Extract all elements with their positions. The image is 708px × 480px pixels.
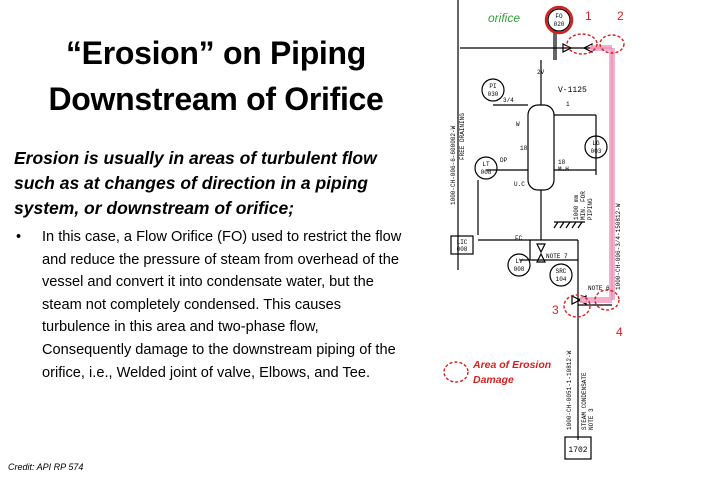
lead-paragraph: Erosion is usually in areas of turbulent… xyxy=(14,148,377,218)
three-quarter-label: 3/4 xyxy=(503,97,514,104)
erosion-cloud-1 xyxy=(566,33,598,55)
line-bottom-label-3: NOTE 3 xyxy=(588,408,595,430)
lt-instrument xyxy=(474,156,498,180)
one-label: 1 xyxy=(566,101,570,108)
line-bottom-label-2: STEAM CONDENSATE xyxy=(581,372,588,430)
title-line-1: “Erosion” on Piping xyxy=(65,35,367,71)
end-tag-box xyxy=(564,436,592,460)
nozzle-18-label: 18 xyxy=(520,145,528,152)
legend-label-1: Area of Erosion xyxy=(472,359,551,371)
line-top-label-2: FREE DRAINING xyxy=(459,113,466,160)
legend-label-2: Damage xyxy=(473,374,514,386)
fo-instrument xyxy=(547,8,571,32)
fo-tag-bottom: 020 xyxy=(554,21,565,28)
lic-tag-line-1: LIC xyxy=(457,239,468,246)
lv-tag-line-1: LV xyxy=(515,258,523,265)
marker-1: 1 xyxy=(585,9,592,23)
mh-label-1: 18 xyxy=(558,159,566,166)
erosion-cloud-3 xyxy=(563,294,591,318)
bullet-dot: • xyxy=(16,229,22,245)
lt-tag-line-1: LT xyxy=(482,161,490,168)
w-label: W xyxy=(516,121,520,128)
pi-tag-line-2: 030 xyxy=(488,91,499,98)
piping-diagram: orifice FO 020 1 2 3 4 V-1125 PI 030 LT … xyxy=(443,0,625,460)
marker-3: 3 xyxy=(552,303,559,317)
lg-instrument xyxy=(584,135,608,159)
vessel-tag: V-1125 xyxy=(558,86,587,95)
vessel-shape xyxy=(527,104,555,191)
uc-label: U.C xyxy=(514,181,525,188)
min-piping-label-3: PIPING xyxy=(587,198,594,220)
min-piping-label: 1000 mm xyxy=(573,194,580,220)
slide-title: “Erosion” on Piping Downstream of Orific… xyxy=(16,30,416,122)
lt-tag-line-2: 008 xyxy=(481,169,492,176)
dp-label: DP xyxy=(500,157,508,164)
orifice-label: orifice xyxy=(488,11,520,25)
lic-instrument xyxy=(450,235,474,255)
two-v-label: 2V xyxy=(537,69,545,76)
marker-4: 4 xyxy=(616,325,623,339)
bullet-text: In this case, a Flow Orifice (FO) used t… xyxy=(42,229,402,381)
title-line-2: Downstream of Orifice xyxy=(48,81,384,117)
bullet-item: • In this case, a Flow Orifice (FO) used… xyxy=(16,226,411,384)
legend-cloud xyxy=(443,361,469,383)
mh-label-2: M.H xyxy=(558,166,569,173)
erosion-cloud-4 xyxy=(594,289,620,311)
lg-tag-line-2: 003 xyxy=(591,148,602,155)
end-tag: 1702 xyxy=(568,446,587,455)
note-6: NOTE 6 xyxy=(588,285,610,292)
pi-instrument xyxy=(481,78,505,102)
erosion-cloud-2 xyxy=(599,34,625,54)
note-7: NOTE 7 xyxy=(546,253,568,260)
credit-text: Credit: API RP 574 xyxy=(8,462,84,472)
lic-tag-line-2: 008 xyxy=(457,246,468,253)
fc-label: FC xyxy=(515,235,523,242)
fo-highlight-ring xyxy=(544,5,574,35)
line-bottom-label: 1000-CH-0051-1-10812-W xyxy=(566,350,573,430)
pi-tag-line-1: PI xyxy=(489,83,496,90)
src-tag-line-2: 104 xyxy=(556,276,567,283)
fo-tag-top: FO xyxy=(555,13,563,20)
lg-tag-line-1: LG xyxy=(592,140,600,147)
src-tag-line-1: SRC xyxy=(556,268,567,275)
line-top-label: 1000-CH-006-6-600002-W xyxy=(450,125,457,205)
lv-instrument xyxy=(507,253,531,277)
src-instrument xyxy=(549,263,573,287)
line-right-label: 1000-CH-006-3/4-150812-W xyxy=(615,203,622,290)
lv-tag-line-2: 008 xyxy=(514,266,525,273)
min-piping-label-2: MIN. FOR xyxy=(580,191,587,220)
marker-2: 2 xyxy=(617,9,624,23)
